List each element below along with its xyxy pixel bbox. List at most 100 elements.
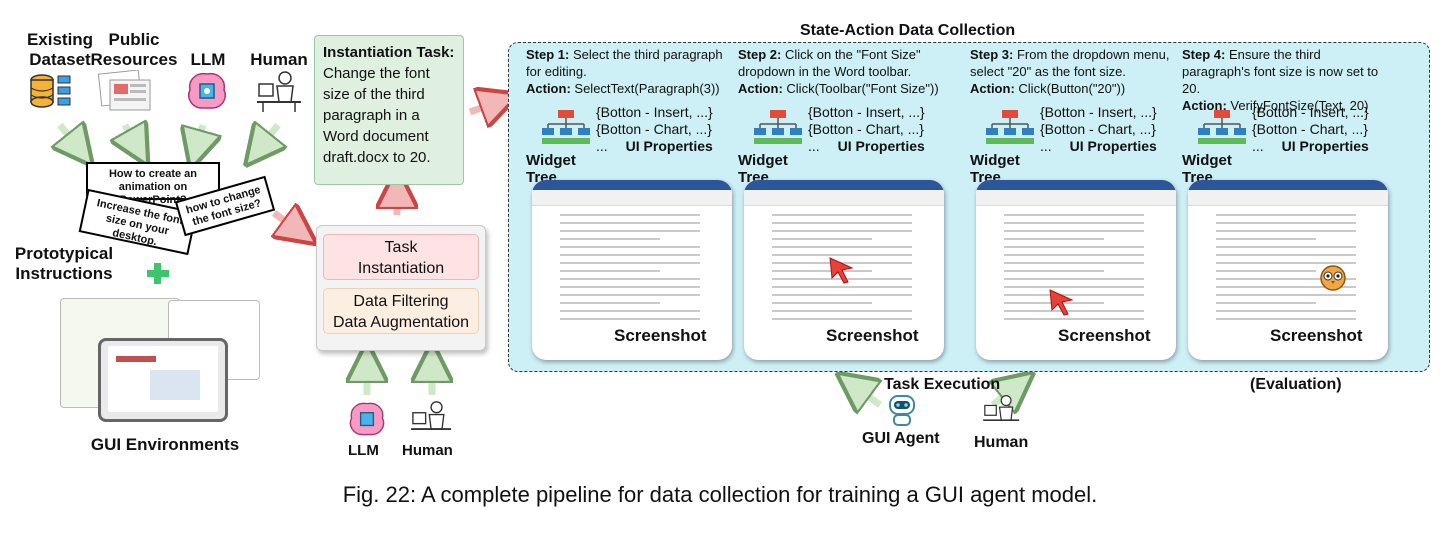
ui-property-row3: ... UI Properties <box>596 138 736 155</box>
document-text-line <box>1004 222 1144 224</box>
widget-tree-icon <box>754 110 802 144</box>
ui-property-line2: {Botton - Chart, ...} <box>1252 121 1368 137</box>
document-text-line <box>1216 286 1356 288</box>
document-text-line <box>560 310 700 312</box>
env-slide-block <box>150 370 200 400</box>
step-description: From the dropdown menu, select "20" as t… <box>970 47 1170 79</box>
existing-dataset-label: Existing Dataset <box>26 30 94 69</box>
gui-environments-label: GUI Environments <box>90 435 240 454</box>
document-text-line <box>772 230 912 232</box>
document-text-line <box>1216 254 1356 256</box>
gui-agent-label: GUI Agent <box>862 430 940 447</box>
document-text-line <box>1216 214 1356 216</box>
document-text-line <box>1216 294 1356 296</box>
widget-tree-icon <box>542 110 590 144</box>
ui-property-line2: {Botton - Chart, ...} <box>1040 121 1156 137</box>
word-ribbon <box>532 190 732 206</box>
document-text-line <box>1004 278 1144 280</box>
word-title-bar <box>532 180 732 190</box>
document-text-line <box>1216 262 1356 264</box>
ui-property-ellipsis: ... <box>808 138 820 154</box>
panel-title: State-Action Data Collection <box>800 22 1016 39</box>
document-text-line <box>1004 238 1104 240</box>
action-label: Action: <box>970 81 1015 96</box>
human-at-desk-icon <box>257 71 301 112</box>
widget-tree-icon <box>986 110 1034 144</box>
document-text-line <box>560 270 660 272</box>
document-text-line <box>772 294 912 296</box>
document-text-line <box>1004 246 1144 248</box>
document-text-line <box>1004 318 1144 320</box>
action-value: SelectText(Paragraph(3)) <box>574 81 720 96</box>
document-text-line <box>1216 222 1356 224</box>
mouse-cursor-icon <box>1049 289 1074 316</box>
ui-property-row3: ... UI Properties <box>808 138 948 155</box>
data-filtering-box: Data Filtering Data Augmentation <box>323 288 479 334</box>
ui-properties-label: UI Properties <box>625 138 713 154</box>
document-text-line <box>772 286 912 288</box>
ui-property-row3: ...UI Properties <box>1252 138 1392 155</box>
document-text-line <box>560 238 660 240</box>
ui-properties-label: UI Properties <box>1069 138 1157 154</box>
ui-properties-text: {Botton - Insert, ...}{Botton - Chart, .… <box>596 104 736 155</box>
step-label: Step 2: <box>738 47 782 62</box>
robot-icon <box>889 395 915 426</box>
document-text-line <box>772 238 872 240</box>
word-title-bar <box>744 180 944 190</box>
step-description: Ensure the third paragraph's font size i… <box>1182 47 1379 96</box>
document-text-line <box>560 246 700 248</box>
ui-property-ellipsis: ... <box>1040 138 1052 154</box>
bottom-human-icon <box>411 401 452 430</box>
step-description: Click on the "Font Size" dropdown in the… <box>738 47 921 79</box>
action-label: Action: <box>1182 98 1227 113</box>
action-value: VerifyFontSize(Text, 20) <box>1230 98 1369 113</box>
ui-properties-text: {Botton - Insert, ...}{Botton - Chart, .… <box>1252 104 1392 155</box>
document-text-line <box>772 222 912 224</box>
screenshot-label: Screenshot <box>1270 326 1363 345</box>
plus-icon <box>147 263 169 284</box>
red-arrows <box>274 101 500 232</box>
document-text-line <box>1004 230 1144 232</box>
execution-human-icon <box>983 395 1020 421</box>
figure-caption: Fig. 22: A complete pipeline for data co… <box>342 482 1098 507</box>
task-execution-label: Task Execution <box>884 376 1001 393</box>
document-text-line <box>1004 254 1144 256</box>
screenshot-frame: Screenshot <box>532 180 732 360</box>
document-text-line <box>772 310 912 312</box>
evaluation-label: (Evaluation) <box>1250 376 1342 393</box>
bottom-human-label: Human <box>402 442 453 459</box>
screenshot-label: Screenshot <box>826 326 919 345</box>
screenshot-label: Screenshot <box>614 326 707 345</box>
step-text: Step 1: Select the third paragraph for e… <box>526 46 732 97</box>
public-resources-label: Public Resources <box>90 30 178 69</box>
document-text-line <box>1004 310 1144 312</box>
process-panel: Task Instantiation Data Filtering Data A… <box>316 225 486 351</box>
ui-property-row3: ... UI Properties <box>1040 138 1180 155</box>
document-text-line <box>560 230 700 232</box>
document-text-line <box>560 302 660 304</box>
document-text-line <box>1216 270 1316 272</box>
execution-human-label: Human <box>974 434 1029 451</box>
document-text-line <box>1216 246 1356 248</box>
owl-evaluator-icon <box>1320 265 1346 291</box>
bottom-llm-label: LLM <box>348 442 379 459</box>
bottom-arrows <box>367 362 432 395</box>
document-text-line <box>560 278 700 280</box>
action-value: Click(Button("20")) <box>1018 81 1126 96</box>
screenshot-frame: Screenshot <box>1188 180 1388 360</box>
document-text-line <box>560 254 700 256</box>
word-ribbon <box>1188 190 1388 206</box>
action-label: Action: <box>526 81 571 96</box>
document-text-line <box>560 318 700 320</box>
instantiation-task-body: Change the font size of the third paragr… <box>323 65 431 166</box>
env-slide-title-bar <box>116 356 156 362</box>
ui-properties-label: UI Properties <box>837 138 925 154</box>
execution-arrows <box>853 385 1018 405</box>
document-text-line <box>1004 286 1144 288</box>
document-text-line <box>772 318 912 320</box>
document-text-line <box>772 246 912 248</box>
ui-property-ellipsis: ... <box>596 138 608 154</box>
llm-label: LLM <box>190 50 226 69</box>
ui-property-line1: {Botton - Insert, ...} <box>1252 104 1369 120</box>
task-instantiation-box: Task Instantiation <box>323 234 479 280</box>
